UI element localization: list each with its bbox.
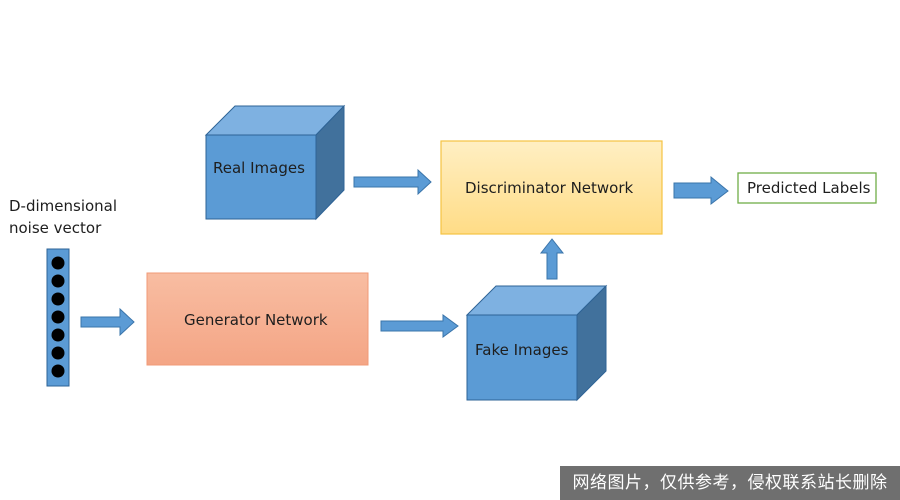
predicted-labels-box [737,172,877,204]
predicted-labels-label: Predicted Labels [747,179,871,197]
fake-images-label: Fake Images [475,341,569,359]
real-images-cube-front [205,134,317,220]
noise-vector-dot [51,328,65,342]
noise-vector-dots [51,256,65,378]
noise-vector [46,248,70,387]
arrow-real-to-discriminator [353,168,432,196]
noise-vector-dot [51,256,65,270]
arrow-noise-to-generator [80,307,135,337]
arrow-fake-to-discriminator [539,238,565,280]
noise-label-line1: D-dimensional [9,197,118,215]
noise-label-line2: noise vector [9,219,102,237]
arrow-generator-to-fake [380,314,459,338]
fake-images-cube [465,284,608,402]
noise-vector-dot [51,364,65,378]
real-images-cube [204,104,346,221]
watermark-banner: 网络图片，仅供参考，侵权联系站长删除 [560,466,900,500]
discriminator-label: Discriminator Network [465,179,634,197]
arrow-discriminator-to-labels [673,175,729,206]
noise-vector-dot [51,292,65,306]
real-images-label: Real Images [213,159,305,177]
generator-box [146,272,369,366]
noise-vector-dot [51,346,65,360]
discriminator-box [440,140,663,235]
noise-vector-dot [51,274,65,288]
fake-images-cube-front [466,314,578,401]
generator-label: Generator Network [184,311,328,329]
noise-vector-dot [51,310,65,324]
